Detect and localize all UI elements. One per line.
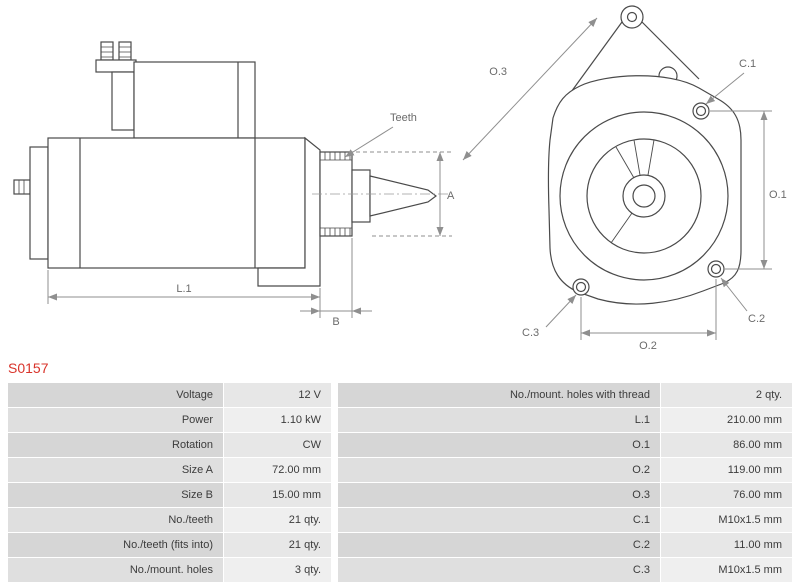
spec-row: C.3 M10x1.5 mm [338,558,792,582]
drive-shaft [351,169,371,223]
starter-side-view [13,41,448,287]
spec-row: No./teeth 21 qty. [8,508,331,532]
spec-label: C.2 [338,533,660,557]
spec-value: 210.00 mm [661,408,792,432]
spec-label: Size A [8,458,223,482]
spec-label: Power [8,408,223,432]
spec-value: 119.00 mm [661,458,792,482]
label-dim-c1: C.1 [739,58,756,70]
spec-value: M10x1.5 mm [661,508,792,532]
spec-value: 21 qty. [224,508,331,532]
starter-front-view [547,5,742,305]
mount-hole-c3 [572,278,590,296]
spec-value: 11.00 mm [661,533,792,557]
technical-diagram: Teeth A L.1 B [13,5,787,352]
mount-hole-c1 [692,102,710,120]
motor-end-cap [29,146,49,260]
spec-row: C.1 M10x1.5 mm [338,508,792,532]
spec-label: No./teeth [8,508,223,532]
spec-label: C.1 [338,508,660,532]
spec-label: Size B [8,483,223,507]
mount-hole-c2 [707,260,725,278]
spec-row: O.1 86.00 mm [338,433,792,457]
spec-row: O.3 76.00 mm [338,483,792,507]
spec-value: 86.00 mm [661,433,792,457]
rear-terminal-stud [13,179,31,195]
label-dim-c2: C.2 [748,313,765,325]
spec-label: No./mount. holes with thread [338,383,660,407]
spec-row: No./mount. holes with thread 2 qty. [338,383,792,407]
spec-row: Voltage 12 V [8,383,331,407]
solenoid-end-cap [111,71,135,131]
part-number: S0157 [8,360,49,376]
label-dim-o1: O.1 [769,189,787,201]
spec-value: 72.00 mm [224,458,331,482]
label-dim-o2: O.2 [639,340,657,352]
spec-label: L.1 [338,408,660,432]
spec-row: L.1 210.00 mm [338,408,792,432]
spec-label: C.3 [338,558,660,582]
solenoid-body [133,61,256,139]
spec-value: 76.00 mm [661,483,792,507]
front-view-dimensions [462,17,772,340]
spec-value: 2 qty. [661,383,792,407]
spec-label: No./mount. holes [8,558,223,582]
spec-value: 21 qty. [224,533,331,557]
spec-value: 15.00 mm [224,483,331,507]
spec-label: Voltage [8,383,223,407]
spec-row: No./teeth (fits into) 21 qty. [8,533,331,557]
spec-row: Power 1.10 kW [8,408,331,432]
solenoid-terminal-studs [95,41,137,73]
spec-label: O.3 [338,483,660,507]
spec-label: O.1 [338,433,660,457]
spec-label: O.2 [338,458,660,482]
label-dim-l1: L.1 [176,283,191,295]
spec-table-left: Voltage 12 V Power 1.10 kW Rotation CW S… [8,383,331,582]
spec-row: No./mount. holes 3 qty. [8,558,331,582]
motor-body [47,137,306,269]
spec-row: Rotation CW [8,433,331,457]
spec-value: M10x1.5 mm [661,558,792,582]
label-dim-c3: C.3 [522,327,539,339]
label-dim-o3: O.3 [489,66,507,78]
drive-housing [257,136,321,287]
spec-label: Rotation [8,433,223,457]
label-dim-a: A [447,190,455,202]
spec-row: Size B 15.00 mm [8,483,331,507]
spec-tables: Voltage 12 V Power 1.10 kW Rotation CW S… [0,381,800,582]
spec-row: Size A 72.00 mm [8,458,331,482]
spec-value: 12 V [224,383,331,407]
spec-table-right: No./mount. holes with thread 2 qty. L.1 … [338,383,792,582]
spec-value: 3 qty. [224,558,331,582]
spec-value: 1.10 kW [224,408,331,432]
spec-value: CW [224,433,331,457]
spec-label: No./teeth (fits into) [8,533,223,557]
label-teeth: Teeth [390,112,417,124]
side-view-dimensions [47,126,452,318]
label-dim-b: B [332,316,339,328]
spec-row: C.2 11.00 mm [338,533,792,557]
spec-row: O.2 119.00 mm [338,458,792,482]
drive-nose [369,175,437,217]
